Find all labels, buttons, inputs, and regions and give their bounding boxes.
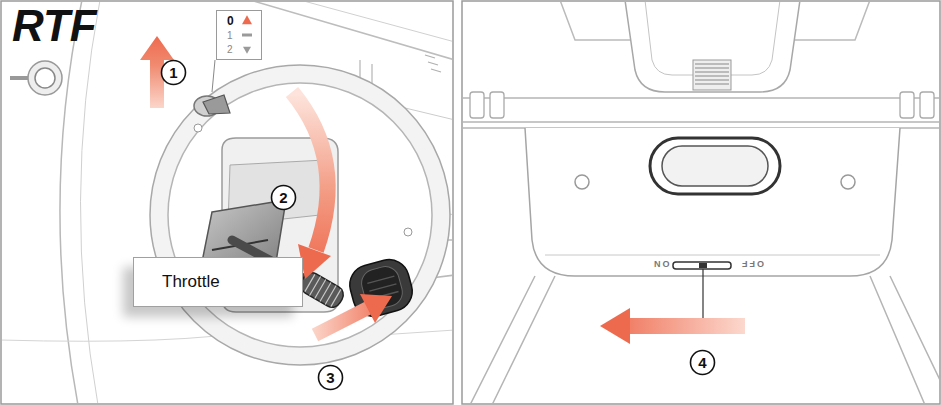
side-switch (900, 92, 914, 118)
side-switch (920, 92, 934, 118)
callout-number: 4 (689, 349, 716, 376)
body-edge (80, 2, 100, 403)
grill-lines (695, 64, 729, 84)
switch-position-symbol (243, 47, 251, 54)
power-switch-slot (673, 262, 731, 269)
power-switch-nub (699, 263, 707, 268)
grill (693, 60, 731, 90)
left-stick-top (35, 68, 55, 88)
move-arrow (292, 92, 328, 250)
move-arrow (628, 318, 745, 334)
panel-frame (1, 1, 453, 404)
body-edge (545, 255, 880, 256)
body-edge (470, 276, 939, 403)
callout-number-text: 3 (317, 364, 344, 391)
body-edge (250, 2, 452, 60)
move-arrow-head (600, 308, 630, 344)
left-stick-shaft (10, 76, 28, 80)
switch-position-number: 1 (227, 29, 233, 44)
callout-number: 1 (160, 59, 187, 86)
panel-frame (462, 1, 940, 404)
switch-position-number: 2 (227, 43, 233, 58)
side-switches (470, 92, 934, 118)
switch-position-label: OFF (740, 258, 764, 268)
switch-position-label: ON (652, 258, 670, 268)
screw (404, 228, 412, 236)
move-arrow-head (360, 294, 392, 323)
right-panel-art (463, 2, 939, 403)
callout-number-text: 1 (160, 59, 187, 86)
part-label-box: Throttle (133, 257, 303, 307)
switch-symbols (216, 10, 262, 60)
gimbal-ring (150, 65, 450, 365)
move-arrow (315, 308, 368, 335)
mode-heading: RTF (12, 2, 97, 50)
handle (625, 2, 800, 92)
switch-position-number: 0 (227, 14, 234, 29)
callout-number-text: 2 (270, 184, 297, 211)
lower-body (525, 128, 900, 276)
screw (841, 175, 855, 189)
gimbal-ring-inner (168, 83, 432, 347)
body-edge (60, 2, 82, 403)
switch-position-box: 012 (216, 10, 262, 60)
switch-position-symbol (242, 15, 252, 24)
leader-line (212, 60, 215, 92)
body-edge (300, 2, 452, 42)
callout-number: 2 (270, 184, 297, 211)
battery-door-button-face (662, 146, 768, 186)
switch-lever (203, 95, 230, 114)
left-stick-base (28, 61, 62, 95)
side-switch (490, 92, 504, 118)
vent-slot (425, 55, 441, 72)
screw (194, 124, 202, 132)
switch-position-symbol (242, 34, 252, 37)
callout-number: 3 (317, 364, 344, 391)
left-panel-art (2, 2, 452, 403)
knob-knurl (304, 273, 341, 307)
callout-number-text: 4 (689, 349, 716, 376)
screw (575, 175, 589, 189)
side-switch (470, 92, 484, 118)
battery-door-button (650, 138, 780, 194)
leader-line (702, 269, 703, 318)
part-label: Throttle (162, 272, 302, 292)
body-edge (463, 98, 939, 128)
